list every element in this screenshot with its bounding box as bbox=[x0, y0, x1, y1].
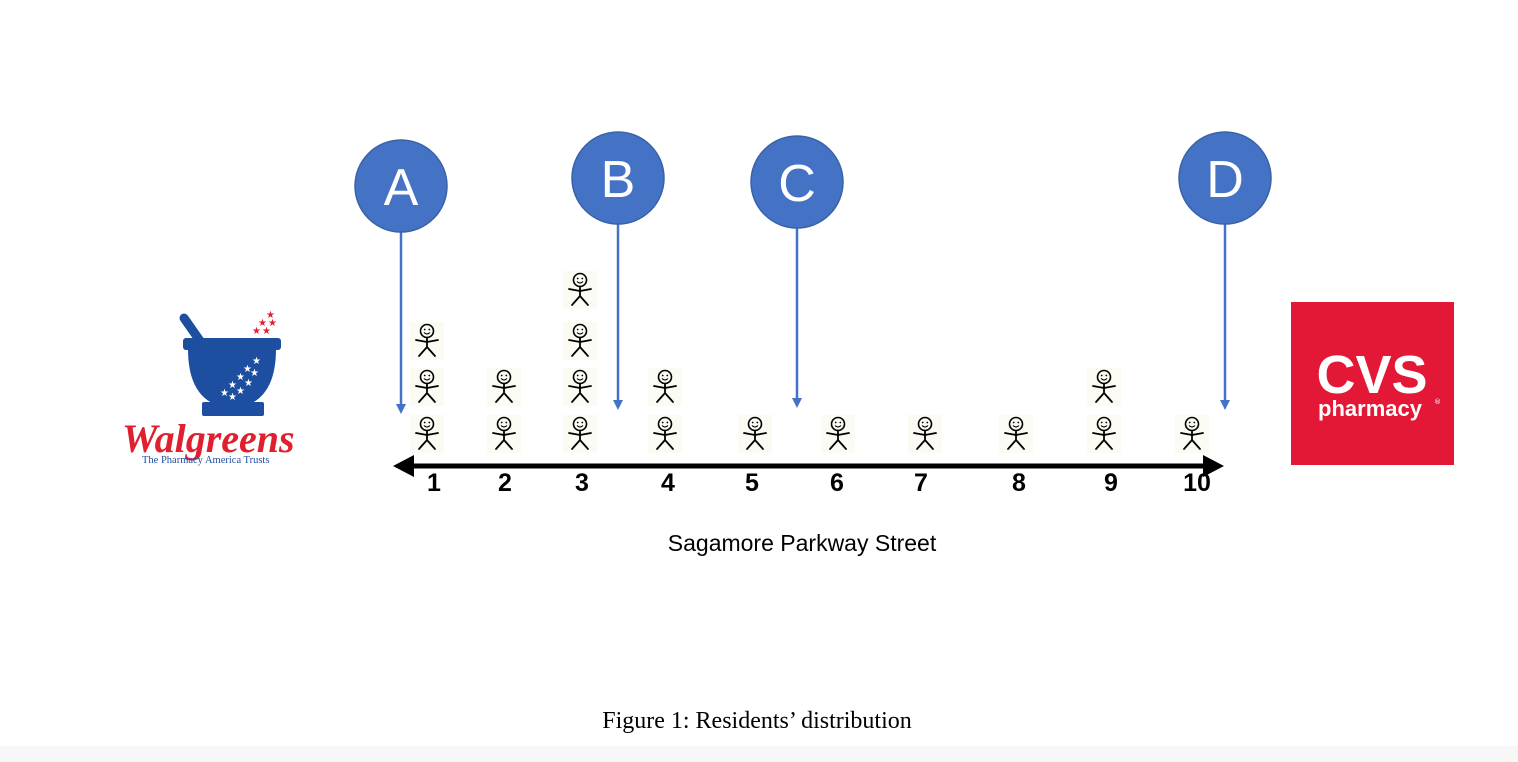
street-axis bbox=[393, 455, 1224, 477]
svg-text:★: ★ bbox=[228, 392, 237, 403]
svg-text:★: ★ bbox=[258, 318, 267, 329]
svg-text:★: ★ bbox=[220, 388, 229, 399]
svg-text:★: ★ bbox=[250, 368, 259, 379]
right-arrowhead bbox=[1203, 455, 1224, 477]
marker-b: B bbox=[571, 131, 665, 410]
resident-figure bbox=[487, 368, 521, 406]
marker-label: A bbox=[384, 159, 419, 217]
walgreens-wordmark: Walgreens bbox=[122, 416, 295, 461]
mortar-pestle-icon: ★★★ ★★★ ★★★ ★★★ ★★ bbox=[179, 310, 281, 416]
position-label: 4 bbox=[661, 469, 675, 497]
marker-c: C bbox=[750, 135, 844, 408]
position-label: 3 bbox=[575, 469, 589, 497]
marker-label: D bbox=[1206, 151, 1244, 209]
position-6: 6 bbox=[821, 415, 855, 497]
resident-figure bbox=[410, 368, 444, 406]
resident-figure bbox=[908, 415, 942, 453]
resident-figure bbox=[487, 415, 521, 453]
position-1: 1 bbox=[410, 322, 444, 497]
figure-caption: Figure 1: Residents’ distribution bbox=[602, 708, 912, 734]
resident-figure bbox=[563, 271, 597, 309]
position-label: 9 bbox=[1104, 469, 1118, 497]
position-label: 8 bbox=[1012, 469, 1026, 497]
svg-text:★: ★ bbox=[252, 356, 261, 367]
position-label: 2 bbox=[498, 469, 512, 497]
marker-d: D bbox=[1178, 131, 1272, 410]
left-arrowhead bbox=[393, 455, 414, 477]
resident-figure bbox=[410, 415, 444, 453]
svg-text:★: ★ bbox=[243, 364, 252, 375]
position-3: 3 bbox=[563, 271, 597, 497]
resident-figure bbox=[648, 368, 682, 406]
resident-figure bbox=[821, 415, 855, 453]
marker-circle bbox=[1178, 131, 1272, 225]
resident-figure bbox=[1087, 368, 1121, 406]
svg-text:★: ★ bbox=[268, 318, 277, 329]
svg-text:★: ★ bbox=[266, 310, 275, 321]
position-9: 9 bbox=[1087, 368, 1121, 497]
position-label: 7 bbox=[914, 469, 928, 497]
position-label: 5 bbox=[745, 469, 759, 497]
position-8: 8 bbox=[999, 415, 1033, 497]
resident-figure bbox=[563, 322, 597, 360]
svg-text:★: ★ bbox=[262, 326, 271, 337]
cvs-pharmacy-logo: CVS pharmacy ® bbox=[1291, 302, 1454, 465]
resident-figure bbox=[738, 415, 772, 453]
cvs-pharmacy-subtitle: pharmacy bbox=[1318, 396, 1423, 421]
position-label: 6 bbox=[830, 469, 844, 497]
marker-circle bbox=[571, 131, 665, 225]
walgreens-tagline: The Pharmacy America Trusts bbox=[142, 455, 269, 466]
resident-figure bbox=[563, 368, 597, 406]
resident-figure bbox=[1087, 415, 1121, 453]
resident-figure bbox=[999, 415, 1033, 453]
marker-label: C bbox=[778, 155, 816, 213]
positions-layer: 1 2 3 4 5 6 7 8 9 10 bbox=[410, 271, 1211, 497]
position-2: 2 bbox=[487, 368, 521, 497]
marker-label: B bbox=[601, 151, 636, 209]
svg-text:★: ★ bbox=[236, 372, 245, 383]
resident-figure bbox=[563, 415, 597, 453]
svg-text:★: ★ bbox=[252, 326, 261, 337]
registered-mark: ® bbox=[1434, 398, 1441, 406]
position-label: 10 bbox=[1183, 469, 1211, 497]
position-5: 5 bbox=[738, 415, 772, 497]
resident-figure bbox=[410, 322, 444, 360]
marker-circle bbox=[354, 139, 448, 233]
position-4: 4 bbox=[648, 368, 682, 497]
resident-figure bbox=[648, 415, 682, 453]
position-7: 7 bbox=[908, 415, 942, 497]
svg-text:★: ★ bbox=[236, 386, 245, 397]
street-label: Sagamore Parkway Street bbox=[668, 530, 937, 556]
position-label: 1 bbox=[427, 469, 441, 497]
marker-a: A bbox=[354, 139, 448, 414]
svg-text:★: ★ bbox=[244, 378, 253, 389]
markers-layer: A B C D bbox=[354, 131, 1272, 414]
page-bottom-strip bbox=[0, 746, 1518, 762]
walgreens-logo: ★★★ ★★★ ★★★ ★★★ ★★ Walgreens The Pharmac… bbox=[122, 310, 295, 466]
resident-figure bbox=[1175, 415, 1209, 453]
svg-text:★: ★ bbox=[228, 380, 237, 391]
marker-circle bbox=[750, 135, 844, 229]
position-10: 10 bbox=[1175, 415, 1211, 497]
cvs-wordmark: CVS bbox=[1316, 345, 1427, 405]
